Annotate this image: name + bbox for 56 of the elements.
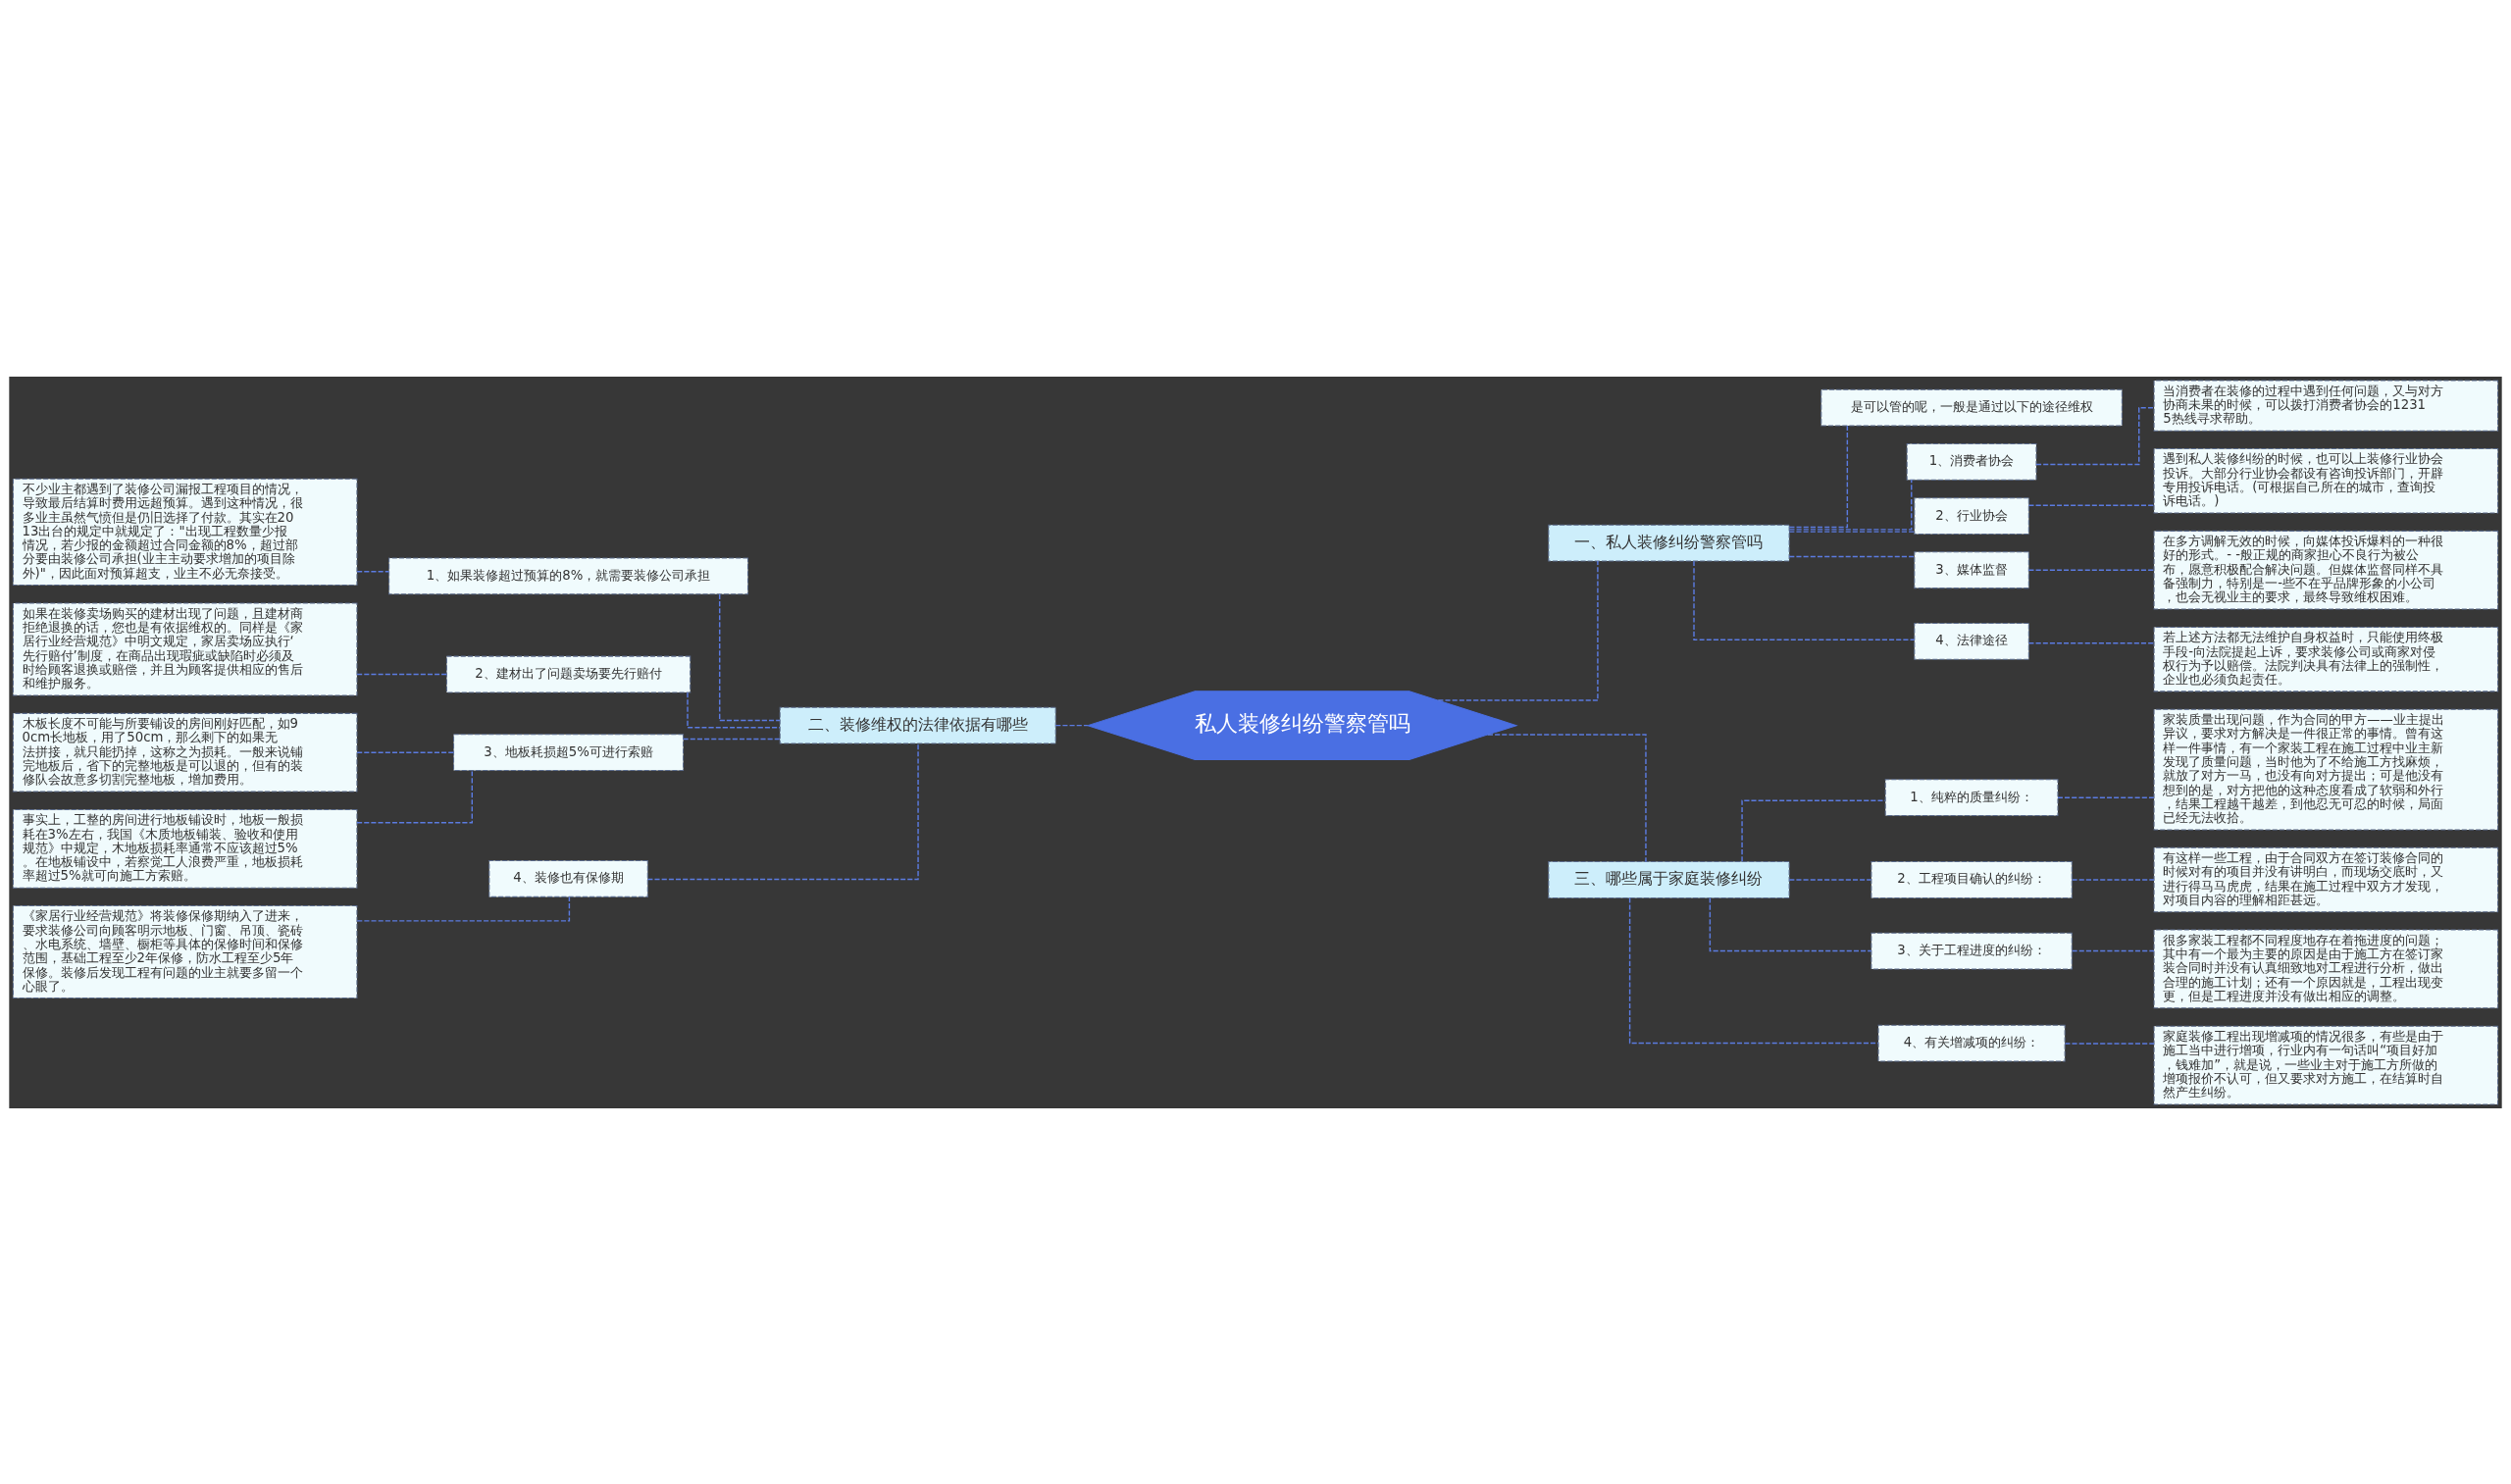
node-box: 家装质量出现问题，作为合同的甲方——业主提出异议，要求对方解决是一件很正常的事情。曾有这样一件事情，有一个家装工程在施工过程中业主新发现了质量问题，当时他为了不给施工方找麻烦，就放了对方一马，也没有向对方提出；可是他没有想到的是，对方把他的这种态度看成了软弱和外行，结果工程越干越差，到他忍无可忍的时候，局面已经无法收拾。 <box>2153 708 2499 830</box>
node-box: 1、消费者协会 <box>1906 442 2037 481</box>
connector <box>2071 949 2155 951</box>
node-box: 1、纯粹的质量纠纷： <box>1884 778 2059 816</box>
connector <box>356 673 447 675</box>
node-box: 不少业主都遇到了装修公司漏报工程项目的情况，导致最后结算时费用远超预算。遇到这种情况，很多业主虽然气愤但是仍旧选择了付款。其实在2013出台的规定中就规定了："出现工程数量少报情况，若少报的金额超过合同金额的8%，超过部分要由装修公司承担(业主主动要求增加的项目除外)"，因此面对预算超支，业主不必无奈接受。 <box>12 478 358 586</box>
connector <box>2027 569 2155 571</box>
node-box: 《家居行业经营规范》将装修保修期纳入了进来，要求装修公司向顾客明示地板、门窗、吊顶、瓷砖、水电系统、墙壁、橱柜等具体的保修时间和保修范围，基础工程至少2年保修，防水工程至少5年保修。装修后发现工程有问题的业主就要多留一个心眼了。 <box>12 904 358 998</box>
node-box: 4、装修也有保修期 <box>488 859 648 897</box>
connector <box>1487 733 1647 862</box>
connector <box>646 742 919 880</box>
connector <box>356 769 473 823</box>
node-box: 一、私人装修纠纷警察管吗 <box>1548 524 1790 562</box>
connector <box>1788 555 1916 557</box>
connector <box>1628 896 1879 1044</box>
connector <box>2027 504 2155 506</box>
node-box: 很多家装工程都不同程度地存在着拖进度的问题；其中有一个最为主要的原因是由于施工方在签订家装合同时并没有认真细致地对工程进行分析，做出合理的施工计划；还有一个原因就是，工程出现变更，但是工程进度并没有做出相应的调整。 <box>2153 929 2499 1008</box>
connector <box>2035 406 2155 465</box>
connector <box>2064 1042 2155 1045</box>
connector <box>1054 724 1089 726</box>
connector <box>1437 559 1599 701</box>
node-box: 家庭装修工程出现增减项的情况很多，有些是由于施工当中进行增项，行业内有一句话叫“项目好加，钱难加”，就是说，一些业主对于施工方所做的增项报价不认可，但又要求对方施工，在结算时自然产生纠纷。 <box>2153 1025 2499 1104</box>
connector <box>1788 479 1913 531</box>
node-box: 二、装修维权的法律依据有哪些 <box>779 706 1056 744</box>
node-box: 2、行业协会 <box>1914 496 2029 535</box>
node-box: 有这样一些工程，由于合同双方在签订装修合同的时候对有的项目并没有讲明白，而现场交底时，又进行得马马虎虎，结果在施工过程中双方才发现，对项目内容的理解相距甚远。 <box>2153 846 2499 912</box>
node-box: 若上述方法都无法维护自身权益时，只能使用终极手段-向法院提起上诉，要求装修公司或商家对侵权行为予以赔偿。法院判决具有法律上的强制性，企业也必须负起责任。 <box>2153 626 2499 691</box>
connector <box>2057 796 2155 798</box>
node-box: 遇到私人装修纠纷的时候，也可以上装修行业协会投诉。大部分行业协会都设有咨询投诉部门，开辟专用投诉电话。(可根据自己所在的城市，查询投诉电话。) <box>2153 447 2499 513</box>
node-box: 3、地板耗损超5%可进行索赔 <box>453 733 685 771</box>
node-box: 如果在装修卖场购买的建材出现了问题，且建材商拒绝退换的话，您也是有依据维权的。同样是《家居行业经营规范》中明文规定，家居卖场应执行‘先行赔付’制度，在商品出现瑕疵或缺陷时必须及时给顾客退换或赔偿，并且为顾客提供相应的售后和维护服务。 <box>12 601 358 695</box>
node-box: 木板长度不可能与所要铺设的房间刚好匹配，如90cm长地板，用了50cm，那么剩下的如果无法拼接，就只能扔掉，这称之为损耗。一般来说铺完地板后，省下的完整地板是可以退的，但有的装修队会故意多切割完整地板，增加费用。 <box>12 712 358 793</box>
connector <box>719 592 781 721</box>
node-box: 2、工程项目确认的纠纷： <box>1870 860 2073 898</box>
node-box: 3、媒体监督 <box>1914 550 2029 588</box>
node-box: 事实上，工整的房间进行地板铺设时，地板一般损耗在3%左右，我国《木质地板铺装、验收和使用规范》中规定，木地板损耗率通常不应该超过5%。在地板铺设中，若察觉工人浪费严重，地板损耗率超过5%就可向施工方索赔。 <box>12 808 358 889</box>
node-box: 2、建材出了问题卖场要先行赔付 <box>445 655 692 692</box>
connector <box>2027 641 2155 644</box>
connector <box>1788 424 1849 528</box>
connector <box>1693 559 1916 640</box>
connector <box>1788 530 1916 533</box>
connector <box>356 751 455 753</box>
node-box: 4、有关增减项的纠纷： <box>1877 1024 2066 1061</box>
node-box: 4、法律途径 <box>1914 622 2029 660</box>
node-box: 3、关于工程进度的纠纷： <box>1870 932 2073 969</box>
node-box: 当消费者在装修的过程中遇到任何问题，又与对方协商未果的时候，可以拨打消费者协会的12315热线寻求帮助。 <box>2153 380 2499 432</box>
node-box: 三、哪些属于家庭装修纠纷 <box>1548 860 1790 898</box>
node-box: 在多方调解无效的时候，向媒体投诉爆料的一种很好的形式。- -般正规的商家担心不良行为被公布，愿意积极配合解决问题。但媒体监督同样不具备强制力，特别是一-些不在乎品牌形象的小公司，也会无视业主的要求，最终导致维权困难。 <box>2153 530 2499 610</box>
node-box: 是可以管的呢，一般是通过以下的途径维权 <box>1820 388 2123 427</box>
node-box: 1、如果装修超过预算的8%，就需要装修公司承担 <box>388 556 748 594</box>
connector <box>1788 878 1872 881</box>
connector <box>356 570 390 572</box>
connector <box>2071 878 2155 881</box>
connector <box>687 691 781 728</box>
connector <box>1709 896 1872 951</box>
connector <box>682 738 781 740</box>
